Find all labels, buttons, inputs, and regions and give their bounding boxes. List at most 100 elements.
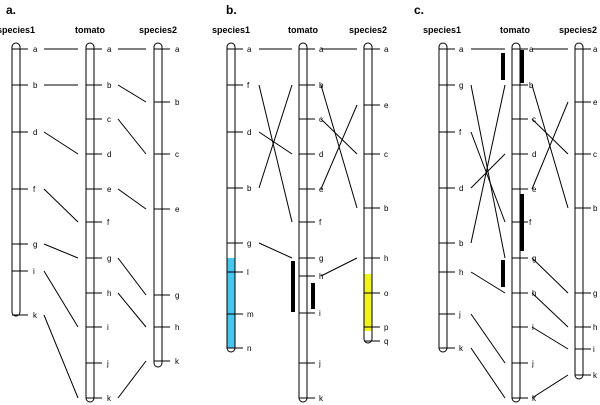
- marker-label: b: [175, 98, 180, 107]
- marker-label: g: [175, 291, 179, 300]
- chromosome-species2: [363, 42, 373, 344]
- marker-label: h: [384, 254, 388, 263]
- marker-ticks: [12, 48, 170, 399]
- panel-label: c.: [414, 3, 424, 17]
- marker-label: f: [459, 128, 462, 137]
- column-title-species2: species2: [559, 25, 597, 35]
- marker-label: a: [384, 45, 389, 54]
- marker-label: i: [319, 309, 321, 318]
- marker-label: h: [107, 289, 111, 298]
- marker-bar: [291, 261, 295, 312]
- marker-label: j: [458, 310, 461, 319]
- chromosome-species2: [153, 42, 163, 368]
- marker-label: a: [529, 45, 534, 54]
- marker-label: q: [384, 337, 388, 346]
- marker-label: k: [459, 344, 464, 353]
- marker-ticks: [439, 48, 591, 399]
- marker-label: d: [319, 150, 323, 159]
- marker-label: n: [247, 344, 251, 353]
- marker-label: m: [247, 310, 254, 319]
- panel-label: a.: [6, 3, 16, 17]
- marker-label: l: [247, 268, 249, 277]
- column-title-species1: species1: [212, 25, 250, 35]
- panel-b: b. species1 tomato species2 a f d b g l …: [212, 3, 389, 403]
- marker-label: i: [33, 267, 35, 276]
- marker-label: g: [532, 254, 536, 263]
- marker-label: b: [459, 239, 464, 248]
- marker-label: c: [593, 150, 597, 159]
- column-title-species2: species2: [139, 25, 177, 35]
- marker-label: f: [247, 81, 250, 90]
- marker-label: c: [319, 115, 323, 124]
- panel-a: a. species1 tomato species2 a b d f g i …: [0, 3, 180, 403]
- chromosome-species1: [11, 42, 21, 317]
- marker-label: e: [319, 185, 324, 194]
- marker-label: h: [532, 289, 536, 298]
- marker-label: a: [247, 45, 252, 54]
- marker-label: j: [106, 359, 109, 368]
- marker-label: c: [532, 115, 536, 124]
- marker-label: h: [319, 272, 323, 281]
- marker-label: j: [531, 359, 534, 368]
- correspondence-lines: [43, 48, 147, 399]
- panel-label: b.: [226, 3, 237, 17]
- marker-label: g: [107, 254, 111, 263]
- marker-label: h: [175, 323, 179, 332]
- marker-label: f: [529, 218, 532, 227]
- marker-label: e: [532, 185, 537, 194]
- marker-label: i: [107, 323, 109, 332]
- marker-label: e: [593, 98, 598, 107]
- yellow-region: [364, 274, 372, 331]
- marker-label: b: [247, 184, 252, 193]
- marker-bar: [520, 50, 524, 83]
- cyan-region: [227, 258, 235, 348]
- marker-label: g: [593, 289, 597, 298]
- column-title-tomato: tomato: [288, 25, 318, 35]
- marker-label: h: [459, 268, 463, 277]
- marker-label: k: [532, 394, 537, 403]
- marker-bar: [501, 260, 505, 287]
- marker-label: k: [319, 394, 324, 403]
- marker-label: a: [459, 45, 464, 54]
- marker-label: o: [384, 289, 389, 298]
- chromosome-species2: [574, 42, 584, 380]
- marker-label: k: [175, 357, 180, 366]
- marker-label: a: [33, 45, 38, 54]
- marker-label: c: [107, 115, 111, 124]
- marker-label: e: [175, 205, 180, 214]
- panel-c: c. species1 tomato species2 a g f d b h …: [414, 3, 598, 403]
- marker-label: a: [593, 45, 598, 54]
- marker-label: i: [593, 345, 595, 354]
- column-title-species1: species1: [0, 25, 35, 35]
- marker-label: a: [175, 45, 180, 54]
- correspondence-lines: [470, 48, 569, 399]
- marker-label: c: [175, 150, 179, 159]
- marker-label: d: [459, 184, 463, 193]
- column-title-species2: species2: [349, 25, 387, 35]
- marker-label: g: [247, 239, 251, 248]
- column-title-tomato: tomato: [75, 25, 105, 35]
- chromosome-species1: [438, 42, 448, 353]
- marker-label: b: [529, 81, 534, 90]
- marker-label: a: [107, 45, 112, 54]
- marker-label: d: [107, 150, 111, 159]
- marker-label: f: [319, 218, 322, 227]
- marker-label: b: [384, 204, 389, 213]
- marker-label: g: [33, 240, 37, 249]
- marker-label: g: [319, 254, 323, 263]
- marker-label: g: [459, 81, 463, 90]
- marker-label: d: [532, 150, 536, 159]
- marker-label: f: [33, 185, 36, 194]
- marker-label: d: [33, 128, 37, 137]
- marker-label: c: [384, 150, 388, 159]
- marker-bar: [520, 194, 524, 251]
- chromosome-species1: [226, 42, 236, 353]
- correspondence-lines: [258, 48, 358, 277]
- marker-label: b: [33, 81, 38, 90]
- marker-label: e: [384, 101, 389, 110]
- marker-label: d: [247, 128, 251, 137]
- marker-label: e: [107, 185, 112, 194]
- marker-ticks: [227, 48, 380, 399]
- marker-label: f: [107, 218, 110, 227]
